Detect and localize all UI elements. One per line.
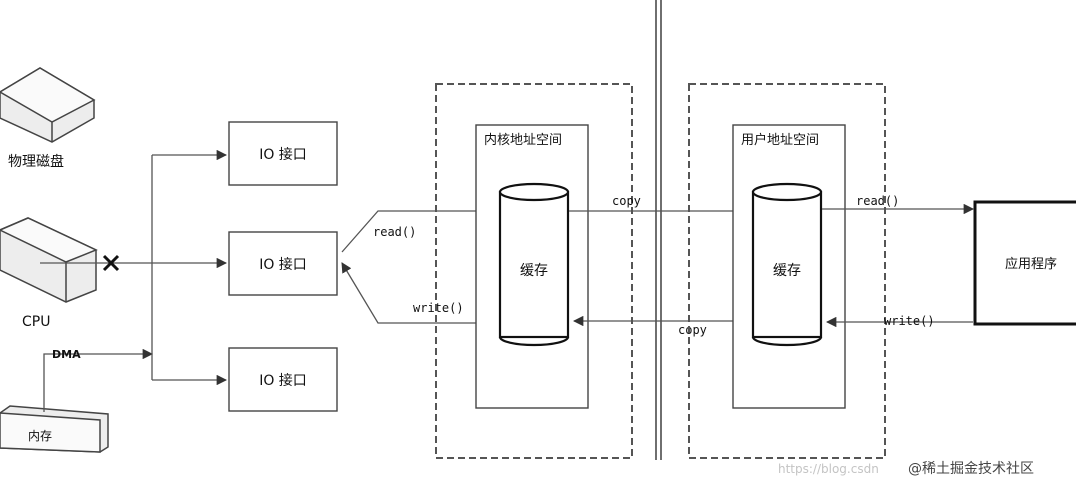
kernel-space-title: 内核地址空间 bbox=[484, 132, 562, 148]
read-io-label: read() bbox=[373, 225, 416, 239]
dma-connector bbox=[43, 348, 154, 412]
memory-label: 内存 bbox=[28, 429, 52, 443]
cpu-icon bbox=[0, 217, 98, 303]
copy-top-label: copy bbox=[612, 194, 641, 208]
watermark-brand: @稀土掘金技术社区 bbox=[908, 461, 1034, 477]
dma-label: DMA bbox=[52, 348, 81, 361]
memory-icon bbox=[0, 405, 109, 453]
app-label: 应用程序 bbox=[1005, 256, 1057, 272]
app-box bbox=[973, 200, 1076, 326]
blocked-x-icon bbox=[102, 254, 120, 272]
io-box-2 bbox=[228, 231, 338, 296]
disk-label: 物理磁盘 bbox=[8, 153, 64, 170]
copy-bottom-label: copy bbox=[678, 323, 707, 337]
user-space-frame bbox=[688, 83, 886, 459]
user-space-title: 用户地址空间 bbox=[741, 132, 819, 148]
io-box-1 bbox=[228, 121, 338, 186]
cpu-label: CPU bbox=[22, 314, 50, 330]
write-io-label: write() bbox=[413, 301, 464, 315]
io-box-1-label: IO 接口 bbox=[259, 146, 307, 163]
read-app-label: read() bbox=[856, 194, 899, 208]
write-app-label: write() bbox=[884, 314, 935, 328]
io-box-2-label: IO 接口 bbox=[259, 256, 307, 273]
kernel-space-frame bbox=[435, 83, 633, 459]
read-io-arrow bbox=[341, 205, 497, 253]
user-buffer-cylinder bbox=[751, 182, 823, 347]
kernel-buffer-cylinder bbox=[498, 182, 570, 347]
io-box-3-label: IO 接口 bbox=[259, 372, 307, 389]
disk-icon bbox=[0, 67, 96, 143]
user-buffer-label: 缓存 bbox=[773, 263, 801, 279]
kernel-buffer-label: 缓存 bbox=[520, 263, 548, 279]
io-box-3 bbox=[228, 347, 338, 412]
watermark-url: https://blog.csdn bbox=[778, 462, 879, 476]
write-io-arrow bbox=[341, 262, 500, 324]
